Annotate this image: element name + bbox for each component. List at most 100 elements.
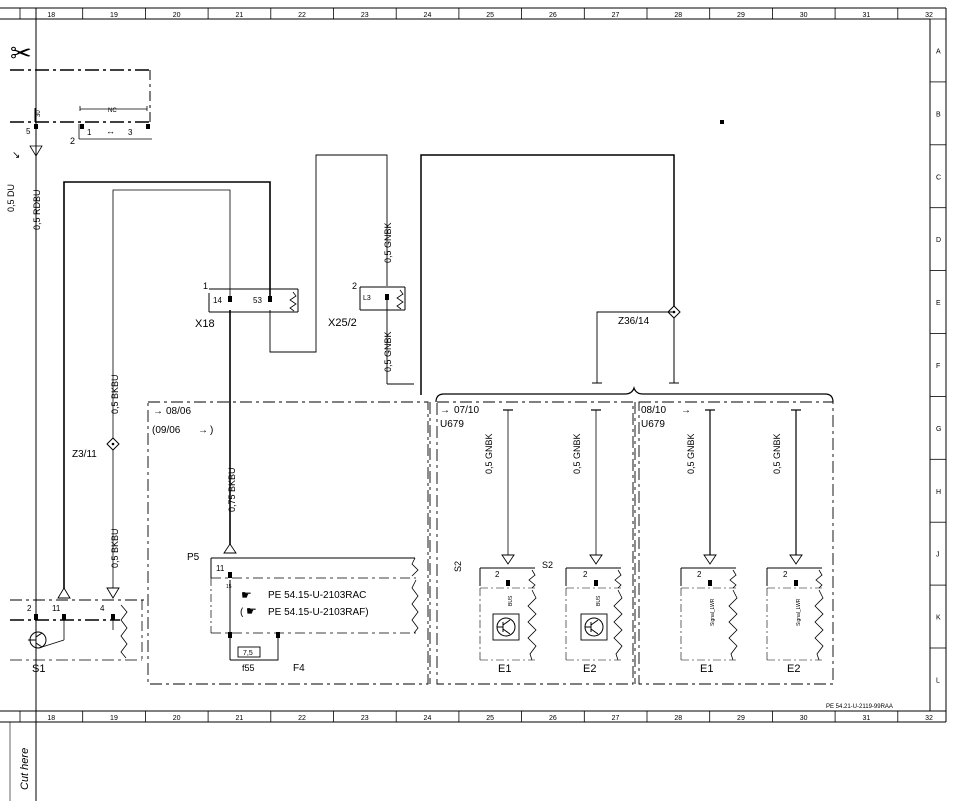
fuse-label: f55 xyxy=(242,663,255,673)
pin-label: 11 xyxy=(216,564,225,573)
signal-label: BUS xyxy=(508,595,514,606)
column-label: 32 xyxy=(925,12,933,19)
column-label: 20 xyxy=(173,12,181,19)
sub-e2a: 0,5 GNBK S2 2 BUS E2 xyxy=(542,433,602,675)
module-label: F4 xyxy=(293,663,305,674)
reference-1: PE 54.15-U-2103RAC xyxy=(268,590,366,601)
column-label: 32 xyxy=(925,715,933,722)
module-label: E2 xyxy=(583,663,596,675)
row-label: D xyxy=(936,237,941,244)
wire-label-bkbu: 0,5 BKBU xyxy=(110,528,120,568)
column-label: 29 xyxy=(737,12,745,19)
pin-label: 30 xyxy=(36,110,42,117)
document-reference: PE 54.21-U-2119-99RAA xyxy=(826,704,893,710)
fuse-icon xyxy=(237,646,261,658)
column-label: 23 xyxy=(361,12,369,19)
column-label: 22 xyxy=(298,715,306,722)
column-label: 25 xyxy=(486,715,494,722)
column-label: 31 xyxy=(862,715,870,722)
sub-module xyxy=(565,409,623,661)
module-label: E1 xyxy=(700,663,713,675)
splice-label: Z36/14 xyxy=(618,316,650,327)
left-module: ✂ 30 5 NC 1 3 ↔ 2 ↘ xyxy=(10,38,152,161)
sub-e1a: 0,5 GNBK S2 2 BUS E1 xyxy=(453,433,514,675)
arrow-icon: → xyxy=(681,405,691,416)
module-label: S1 xyxy=(32,663,45,675)
sensor-icon xyxy=(492,613,520,641)
pin-label: 2 xyxy=(783,570,788,579)
wire-label-gnbk: 0,5 GNBK xyxy=(484,433,494,474)
row-label: F xyxy=(936,363,940,370)
column-label: 28 xyxy=(674,715,682,722)
pin-label: 3 xyxy=(128,128,133,137)
module-tag: S2 xyxy=(453,561,463,572)
column-label: 27 xyxy=(612,12,620,19)
scissors-icon: ✂ xyxy=(10,38,32,68)
module-tag: S2 xyxy=(542,560,553,570)
column-label: 24 xyxy=(424,12,432,19)
pin-label: 15 xyxy=(226,584,232,590)
connector-number: 2 xyxy=(70,136,75,146)
reference-2: PE 54.15-U-2103RAF) xyxy=(268,607,369,618)
column-label: 21 xyxy=(235,715,243,722)
pin-label: 11 xyxy=(52,604,61,613)
wire-label-bkbu: 0,75 BKBU xyxy=(227,467,237,512)
arrow-icon: ↔ xyxy=(106,126,115,136)
row-label: J xyxy=(936,552,940,559)
column-label: 18 xyxy=(47,715,55,722)
signal-label: BUS xyxy=(596,595,602,606)
splice-label: Z3/11 xyxy=(72,449,97,460)
pin-label: 2 xyxy=(495,570,500,579)
signal-label: Signal_LWR xyxy=(710,598,716,626)
module-p5: P5 11 15 ☛ PE 54.15-U-2103RAC ( ☛ PE 54.… xyxy=(187,543,419,674)
connector-arrow-icon xyxy=(589,554,603,565)
row-label: H xyxy=(936,489,941,496)
connector-label: X18 xyxy=(195,318,215,330)
pointer-hand-icon: ☛ xyxy=(241,588,252,602)
row-label: C xyxy=(936,174,941,181)
column-label: 26 xyxy=(549,715,557,722)
column-label: 30 xyxy=(800,12,808,19)
sub-module xyxy=(479,409,537,661)
column-label: 21 xyxy=(235,12,243,19)
group-2: → 07/10 U679 xyxy=(429,401,634,685)
arrow-icon: → xyxy=(153,406,163,417)
sub-e2b: 0,5 GNBK 2 Signal_LWR E2 xyxy=(772,433,802,675)
column-label: 19 xyxy=(110,12,118,19)
column-label: 22 xyxy=(298,12,306,19)
column-dividers xyxy=(19,8,899,722)
wire-label-gnbk: 0,5 GNBK xyxy=(383,222,393,263)
splice-z36: Z36/14 xyxy=(592,305,681,384)
connector-arrow-icon xyxy=(789,554,803,565)
sub-e1b: 0,5 GNBK 2 Signal_LWR E1 xyxy=(686,433,716,675)
sub-module xyxy=(680,409,738,661)
group-range: (09/06 xyxy=(152,425,181,436)
connector-number: 2 xyxy=(352,281,357,291)
row-label: E xyxy=(936,300,941,307)
connector-label: X25/2 xyxy=(328,317,357,329)
pin-label: 2 xyxy=(27,604,32,613)
group-from: 07/10 xyxy=(454,405,479,416)
sensor-icon xyxy=(580,613,608,641)
row-label: K xyxy=(936,615,941,622)
cut-here-label: Cut here xyxy=(19,748,31,790)
column-label: 19 xyxy=(110,715,118,722)
column-label: 25 xyxy=(486,12,494,19)
arrow-icon: → xyxy=(440,405,450,416)
fuse-value: 7,5 xyxy=(243,650,253,657)
column-label: 23 xyxy=(361,715,369,722)
group-3: 08/10 → U679 xyxy=(634,401,834,685)
row-label: L xyxy=(936,677,940,684)
signal-label: Signal_LWR xyxy=(796,598,802,626)
pin-label: 2 xyxy=(697,570,702,579)
module-label: E2 xyxy=(787,663,800,675)
wire-label-rdbu: 0,5 RDBU xyxy=(32,189,42,230)
wire-label-gnbk: 0,5 GNBK xyxy=(383,331,393,372)
wire-label-gnbk: 0,5 GNBK xyxy=(772,433,782,474)
module-label: E1 xyxy=(498,663,511,675)
column-label: 18 xyxy=(47,12,55,19)
